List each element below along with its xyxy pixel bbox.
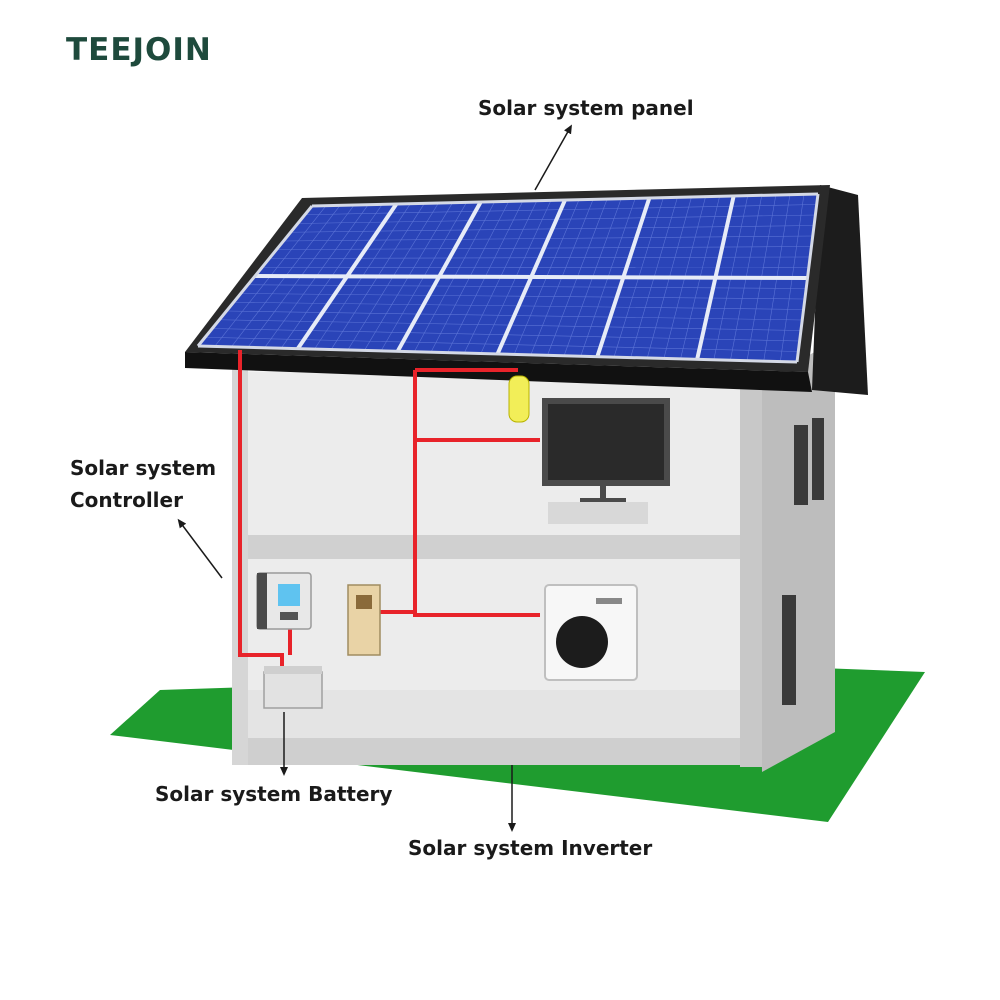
inverter-display [356, 595, 372, 609]
panel-arrow [534, 124, 572, 191]
side-window-1 [794, 425, 808, 505]
tv-table [548, 502, 648, 524]
panel-grid-line [795, 193, 820, 363]
panel-grid-line [311, 192, 819, 208]
television-stand [600, 486, 606, 500]
label-controller-line2: Controller [70, 488, 183, 512]
floor-slab-lower [232, 735, 762, 765]
house-floor [248, 690, 740, 738]
panel-grid-line [254, 274, 808, 280]
label-battery: Solar system Battery [155, 782, 393, 806]
panel-grid-line [196, 205, 314, 347]
side-window-3 [782, 595, 796, 705]
television-base [580, 498, 626, 503]
label-solar-panel: Solar system panel [478, 96, 694, 120]
battery-top [264, 666, 322, 674]
charge-controller-terminals [280, 612, 298, 620]
washing-machine-panel [596, 598, 622, 604]
brand-logo: TEEJOIN [66, 32, 212, 68]
charge-controller-screen [278, 584, 300, 606]
panel-grid-line [197, 344, 798, 364]
roof-side [812, 185, 868, 395]
charge-controller-side [257, 573, 267, 629]
house-right-wall [740, 372, 762, 767]
light-bulb [508, 375, 530, 423]
television-screen [548, 404, 664, 480]
controller-arrow [177, 518, 223, 579]
solar-panel [196, 192, 820, 364]
label-inverter: Solar system Inverter [408, 836, 653, 860]
floor-slab-upper [232, 535, 762, 559]
battery-box [263, 671, 323, 709]
house-side-wall [758, 340, 835, 772]
side-window-2 [812, 418, 824, 500]
washing-machine-door [556, 616, 608, 668]
label-controller-line1: Solar system [70, 456, 217, 480]
